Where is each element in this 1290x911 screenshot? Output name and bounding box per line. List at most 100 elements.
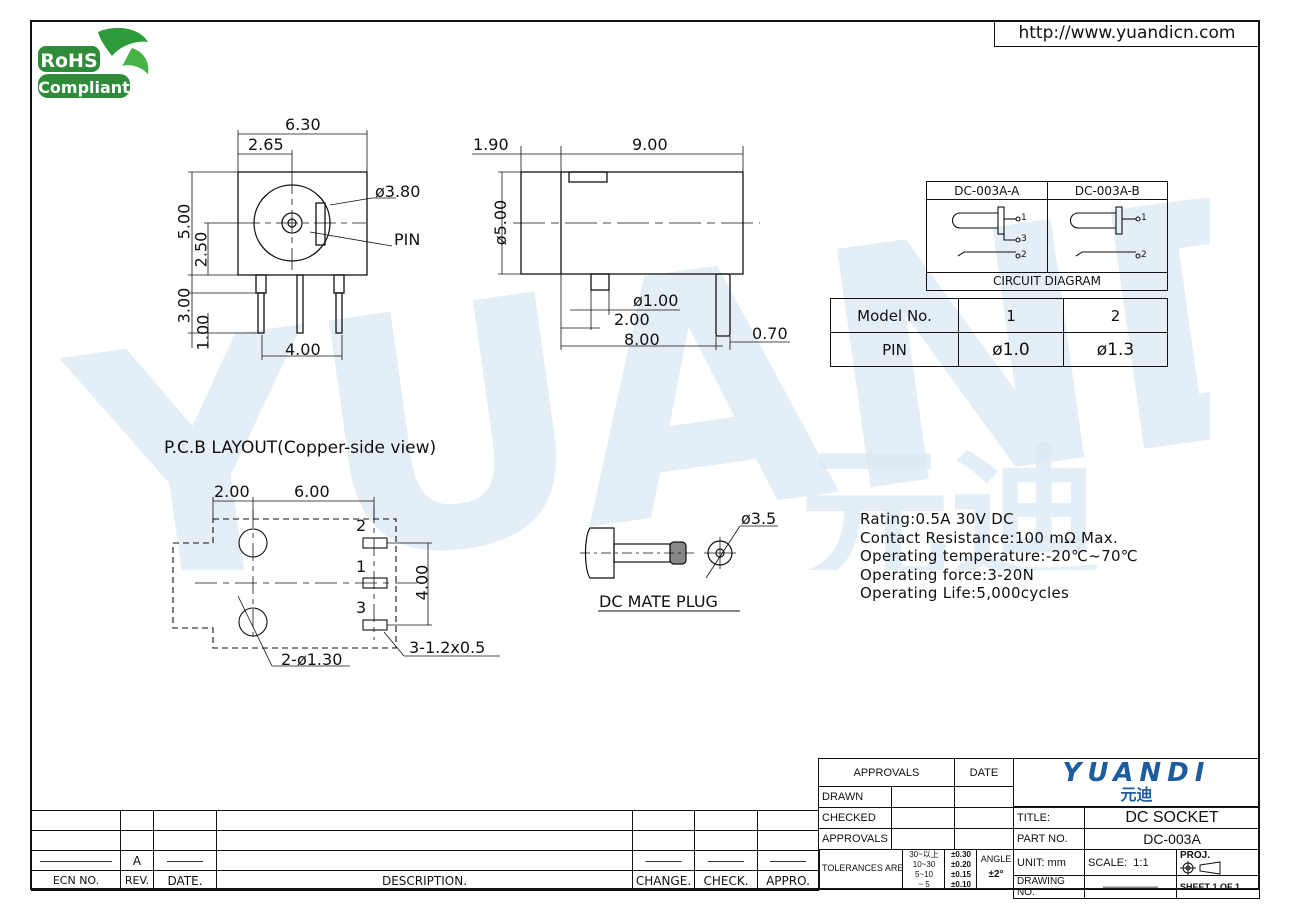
circuit-caption: CIRCUIT DIAGRAM: [926, 271, 1168, 292]
tol-value-1: ±0.20: [951, 860, 971, 869]
dim-hole-dia: ø3.80: [375, 182, 421, 201]
circuit-col-b: DC-003A-B: [1046, 180, 1169, 201]
tol-range-2: 5~10: [914, 870, 934, 879]
mate-plug-dim: ø3.5: [741, 509, 777, 528]
tolerances-label: TOLERANCES ARE: [822, 863, 904, 873]
scale-value: 1:1: [1133, 856, 1149, 869]
pcb-pin-3: 3: [356, 598, 367, 617]
rev-header-check: CHECK.: [694, 870, 758, 891]
rohs-bottom: Compliant: [38, 78, 130, 97]
dim-side-body: 9.00: [632, 135, 668, 154]
dim-pin-width: 0.70: [752, 324, 788, 343]
spec-contact-resistance: Contact Resistance:100 mΩ Max.: [860, 528, 1119, 547]
model-table: Model No. 1 2 PIN ø1.0 ø1.3: [830, 298, 1168, 367]
tol-value-2: ±0.15: [951, 870, 971, 879]
pcb-pin-2: 2: [356, 516, 367, 535]
spec-temperature: Operating temperature:-20℃~70℃: [860, 547, 1138, 565]
dim-side-front: 1.90: [473, 135, 509, 154]
approvals-table: APPROVALS DATE DRAWN CHECKED APPROVALS: [818, 758, 1015, 850]
circuit-a-cell: [926, 199, 1048, 273]
watermark-cjk: 元迪: [800, 432, 1100, 570]
drawing-title: DC SOCKET: [1084, 807, 1260, 829]
pin-label: PIN: [394, 230, 421, 249]
dim-pin-position: 8.00: [624, 330, 660, 349]
title-info-table: TITLE: DC SOCKET PART NO. DC-003A UNIT: …: [1013, 807, 1260, 899]
pcb-dim-left: 2.00: [214, 482, 250, 501]
dim-front-offset: 2.65: [248, 135, 284, 154]
tol-value-3: ±0.10: [951, 880, 971, 889]
rohs-top: RoHS: [40, 50, 97, 72]
pcb-title: P.C.B LAYOUT(Copper-side view): [164, 438, 437, 458]
rev-value: A: [120, 850, 154, 871]
revision-table: ―――――― A ―――――――――――― ECN NO. REV. DATE.…: [31, 810, 819, 891]
dim-front-center: 2.50: [191, 231, 211, 268]
pcb-dim-vert: 4.00: [412, 564, 432, 601]
rohs-badge: RoHS Compliant: [38, 27, 149, 98]
proj-label: PROJ.: [1180, 850, 1211, 861]
angle-tolerance: ±2°: [988, 869, 1004, 880]
spec-rating: Rating:0.5A 30V DC: [860, 510, 1014, 528]
dim-side-dia: ø5.00: [491, 199, 511, 246]
tol-range-0: 30~以上: [909, 850, 939, 859]
tol-value-0: ±0.30: [951, 850, 971, 859]
circuit-a-pin2: 2: [1021, 250, 1027, 260]
dim-pin-tip: 1.00: [193, 314, 213, 351]
tol-range-3: ~ 5: [918, 880, 930, 889]
company-cjk: 元迪: [1120, 785, 1153, 804]
model-header-0: Model No.: [830, 298, 959, 333]
rev-header-description: DESCRIPTION.: [216, 870, 633, 891]
date-label: DATE: [953, 758, 1015, 787]
drawing-no-label: DRAWING NO.: [1013, 875, 1085, 899]
circuit-a-pin1: 1: [1021, 213, 1027, 223]
rev-header-rev: REV.: [120, 870, 154, 891]
unit-label: UNIT: mm: [1013, 849, 1085, 876]
pcb-pin-1: 1: [356, 557, 367, 576]
spec-life: Operating Life:5,000cycles: [860, 584, 1070, 602]
front-view: [188, 130, 396, 360]
specifications: Rating:0.5A 30V DC Contact Resistance:10…: [860, 510, 1138, 603]
angle-label: ANGLE: [980, 854, 1012, 864]
dim-front-width: 6.30: [285, 115, 321, 134]
pcb-hole-note: 2-ø1.30: [281, 650, 343, 669]
circuit-a-pin3: 3: [1021, 234, 1027, 244]
rev-header-change: CHANGE.: [632, 870, 695, 891]
rev-header-date: DATE.: [153, 870, 217, 891]
sheet-label: SHEET 1 OF 1: [1176, 875, 1260, 899]
spec-force: Operating force:3-20N: [860, 565, 1035, 584]
approvals-label: APPROVALS: [818, 758, 955, 787]
tolerance-block: TOLERANCES ARE 30~以上 10~30 5~10 ~ 5 ±0.3…: [819, 849, 1014, 890]
model-row-2: ø1.3: [1063, 332, 1168, 367]
dim-pin-span: 4.00: [285, 340, 321, 359]
model-header-1: 1: [958, 298, 1064, 333]
part-no: DC-003A: [1084, 828, 1260, 850]
dim-pin-dia: ø1.00: [633, 291, 679, 310]
checked-label: CHECKED: [818, 807, 892, 829]
dim-pin-offset: 2.00: [614, 310, 650, 329]
pcb-slot-note: 3-1.2x0.5: [409, 638, 486, 657]
circuit-b-cell: [1046, 199, 1169, 273]
model-row-0: PIN: [830, 332, 959, 367]
company-logo: YUANDI 元迪: [1013, 758, 1260, 807]
circuit-col-a: DC-003A-A: [926, 180, 1048, 201]
mate-plug-drawing: [580, 525, 778, 612]
rev-header-appro: APPRO.: [757, 870, 819, 891]
pcb-dim-span: 6.00: [294, 482, 330, 501]
rev-header-ecn: ECN NO.: [31, 870, 121, 891]
website-url[interactable]: http://www.yuandicn.com: [994, 21, 1259, 47]
scale-label: SCALE:: [1088, 856, 1128, 869]
approvals2-label: APPROVALS: [818, 828, 892, 850]
mate-plug-label: DC MATE PLUG: [599, 592, 718, 611]
title-label: TITLE:: [1013, 807, 1085, 829]
pcb-layout: [172, 497, 500, 667]
circuit-b-pin1: 1: [1141, 213, 1147, 223]
drawn-label: DRAWN: [818, 786, 892, 808]
company-name: YUANDI: [1062, 758, 1211, 788]
projection-icon: [1180, 861, 1221, 875]
circuit-diagram-table: DC-003A-A DC-003A-B CIRCUIT DIAGRAM: [926, 180, 1169, 292]
side-view: [472, 146, 790, 350]
part-no-label: PART NO.: [1013, 828, 1085, 850]
circuit-b-pin2: 2: [1141, 250, 1147, 260]
tol-range-1: 10~30: [912, 860, 936, 869]
dim-pin-length: 3.00: [174, 287, 194, 324]
